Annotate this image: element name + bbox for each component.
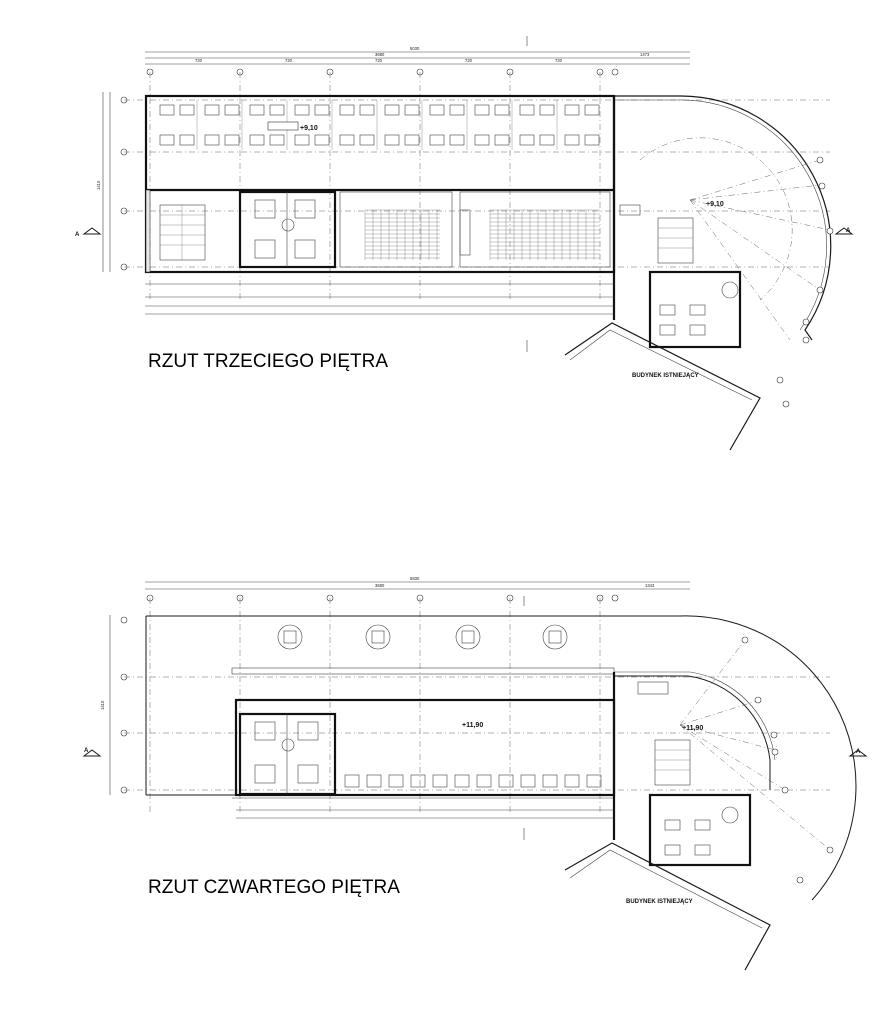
svg-text:5830: 5830 — [410, 576, 420, 581]
main-block-walls — [144, 94, 616, 274]
svg-text:1343: 1343 — [645, 583, 655, 588]
existing-building-label: BUDYNEK ISTNIEJĄCY — [632, 373, 699, 379]
chair — [344, 774, 360, 788]
existing-building-label-2: BUDYNEK ISTNIEJĄCY — [626, 899, 693, 905]
auditorium-seating — [339, 191, 611, 268]
level-mark-hall: +11,90 — [462, 722, 483, 729]
svg-text:5030: 5030 — [410, 46, 420, 51]
svg-text:720: 720 — [465, 58, 473, 63]
axis-bubbles-top — [146, 68, 619, 76]
axis-bubbles-left: 1410 — [96, 92, 128, 272]
curved-wing: +9,10 — [612, 95, 832, 349]
curved-wing-2: +11,90 — [612, 671, 776, 867]
existing-building-2: BUDYNEK ISTNIEJĄCY — [564, 842, 771, 971]
stair-left — [159, 204, 206, 261]
svg-text:720: 720 — [195, 58, 203, 63]
section-marks-2: A A — [82, 596, 868, 840]
chair — [498, 774, 514, 788]
dimension-lines-top: 5030 3680 1473 720 720 720 720 720 — [145, 46, 690, 65]
chair — [366, 774, 382, 788]
round-tables — [277, 624, 568, 650]
level-mark-stair: +9,10 — [706, 201, 724, 208]
axis-bubbles-top-2 — [146, 594, 619, 602]
axis-bubbles-left-2: 1410 — [100, 615, 128, 795]
section-marks: A A — [75, 36, 854, 352]
chair — [476, 774, 492, 788]
plan-title-third-floor: RZUT TRZECIEGO PIĘTRA — [148, 351, 388, 372]
svg-text:3680: 3680 — [375, 583, 385, 588]
section-mark-left-2: A — [84, 748, 89, 754]
svg-text:1410: 1410 — [96, 180, 101, 190]
radial-axes — [689, 156, 834, 408]
chair — [388, 774, 404, 788]
seat-rows — [364, 209, 600, 260]
dimension-lines-top-2: 5830 3680 1343 — [145, 576, 690, 590]
radial-axes-2 — [679, 636, 834, 884]
svg-text:1473: 1473 — [640, 52, 650, 57]
chair — [586, 774, 602, 788]
existing-building: BUDYNEK ISTNIEJĄCY — [564, 322, 761, 451]
section-mark-left: A — [75, 232, 80, 238]
office-workstations: +9,10 — [159, 100, 600, 150]
fourth-floor-plan: 5830 3680 1343 1410 — [82, 576, 868, 971]
toilet-core — [238, 190, 337, 269]
level-mark-office: +9,10 — [300, 125, 318, 132]
svg-text:3680: 3680 — [375, 52, 385, 57]
chair — [410, 774, 426, 788]
svg-text:720: 720 — [285, 58, 293, 63]
dimension-lines-bottom-2 — [236, 809, 614, 819]
chair — [542, 774, 558, 788]
chair — [432, 774, 448, 788]
grid-lines-2 — [124, 598, 830, 815]
third-floor-plan: 5030 3680 1473 720 720 720 720 720 — [75, 36, 854, 451]
chair — [564, 774, 580, 788]
chair — [454, 774, 470, 788]
section-mark-right-2: A — [856, 749, 861, 755]
terrace — [145, 615, 857, 901]
svg-text:720: 720 — [375, 58, 383, 63]
dimension-lines-bottom — [145, 283, 614, 315]
plan-title-fourth-floor: RZUT CZWARTEGO PIĘTRA — [148, 877, 400, 898]
section-mark-right: A — [846, 228, 851, 234]
svg-text:1410: 1410 — [100, 700, 105, 710]
svg-text:720: 720 — [555, 58, 563, 63]
chair-row — [344, 774, 602, 788]
chair — [520, 774, 536, 788]
